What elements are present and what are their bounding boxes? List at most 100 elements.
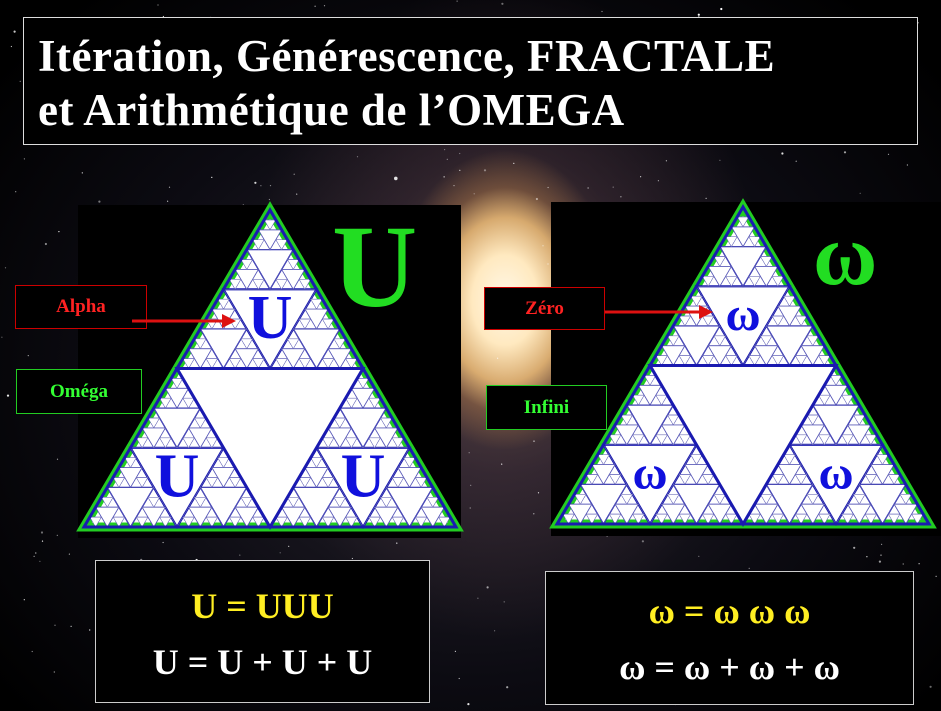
star (542, 245, 544, 247)
star (533, 440, 535, 442)
star (35, 552, 37, 554)
star (486, 586, 489, 589)
star (268, 198, 270, 201)
star (13, 30, 16, 33)
omega-label: Oméga (16, 369, 142, 414)
star (918, 563, 920, 565)
star (168, 186, 171, 188)
title-line-2: et Arithmétique de l’OMEGA (38, 85, 625, 135)
star (497, 357, 499, 359)
star (98, 200, 101, 203)
star (444, 149, 446, 151)
star (881, 543, 883, 546)
alpha-label: Alpha (15, 285, 147, 329)
star (6, 394, 10, 397)
sub-triangle: ω (554, 362, 746, 527)
star (269, 185, 272, 187)
star (720, 7, 723, 11)
star (40, 531, 44, 534)
alpha-arrow (132, 314, 236, 328)
star (293, 173, 295, 175)
star (68, 553, 70, 555)
star (547, 186, 549, 189)
star (935, 575, 937, 577)
star (906, 164, 909, 166)
star (795, 160, 797, 162)
star (470, 484, 472, 486)
star (477, 597, 479, 599)
star (513, 162, 515, 164)
left-equation-2: U = U + U + U (152, 642, 373, 682)
star (41, 540, 44, 542)
zero-arrow (605, 305, 713, 319)
star (748, 567, 750, 570)
star (878, 560, 882, 563)
star (443, 176, 445, 178)
star (657, 180, 660, 182)
sub-symbol: U (155, 443, 200, 511)
sub-triangle: U (174, 207, 366, 371)
star (56, 534, 58, 537)
star (394, 176, 398, 181)
star (902, 563, 904, 565)
star (10, 45, 12, 48)
star (547, 263, 549, 265)
star (501, 463, 503, 465)
right-equation-2: ω = ω + ω + ω (619, 647, 840, 687)
star (483, 169, 487, 172)
star (23, 599, 25, 601)
title-line-1: Itération, Générescence, FRACTALE (38, 31, 776, 81)
left-equation-1: U = UUU (191, 586, 334, 626)
star (27, 355, 29, 357)
star (323, 5, 326, 7)
sub-symbol: ω (818, 446, 853, 499)
star (641, 540, 645, 543)
star (314, 5, 316, 7)
star (506, 686, 509, 689)
center-triangle (647, 364, 839, 527)
star (1, 336, 3, 338)
star (39, 560, 41, 563)
star (665, 160, 668, 162)
star (494, 630, 496, 632)
star (296, 193, 298, 195)
star (866, 556, 868, 558)
star (446, 158, 448, 160)
star (458, 677, 460, 680)
star (89, 629, 91, 631)
star (640, 176, 642, 178)
star (887, 153, 890, 155)
star (53, 671, 55, 673)
sub-symbol: ω (632, 446, 667, 499)
star (58, 231, 60, 233)
star (612, 186, 614, 188)
star (781, 152, 784, 155)
star (697, 13, 700, 16)
sub-symbol: ω (725, 288, 760, 341)
right-equation-box: ω = ω ω ω ω = ω + ω + ω (545, 571, 914, 705)
star (503, 601, 505, 603)
star (157, 4, 159, 6)
star (162, 15, 164, 18)
star (15, 191, 17, 193)
right-big-symbol: ω (813, 207, 878, 304)
star (469, 507, 471, 509)
center-triangle (174, 367, 366, 530)
star (601, 10, 603, 13)
star (23, 158, 25, 160)
star (56, 458, 59, 460)
star (396, 542, 398, 544)
star (44, 242, 48, 246)
star (473, 193, 475, 195)
star (501, 2, 504, 5)
star (535, 197, 539, 201)
star (33, 555, 35, 557)
star (859, 192, 861, 194)
star (705, 197, 707, 199)
sub-triangle: U (267, 365, 459, 530)
star (459, 169, 461, 171)
infini-label: Infini (486, 385, 607, 430)
star (880, 554, 882, 556)
